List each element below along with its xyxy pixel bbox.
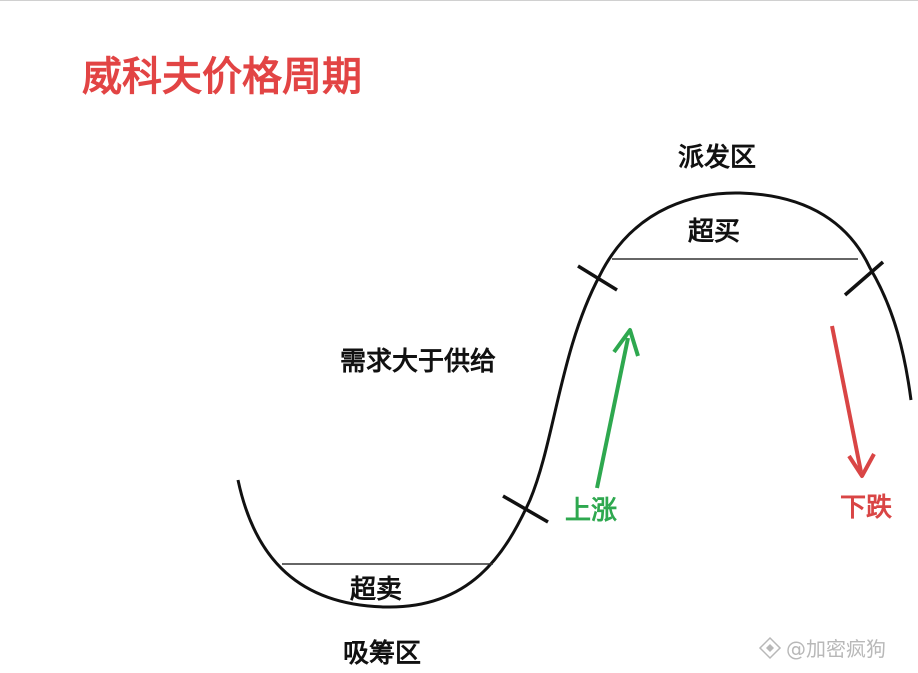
diagram-title: 威科夫价格周期 bbox=[82, 54, 362, 100]
label-overbought: 超买 bbox=[688, 217, 740, 247]
label-accumulation-zone: 吸筹区 bbox=[343, 638, 421, 669]
cross-mark-upper-right bbox=[843, 260, 885, 297]
label-oversold: 超卖 bbox=[350, 575, 402, 605]
label-demand-exceeds-supply: 需求大于供给 bbox=[340, 346, 496, 377]
rise-arrow bbox=[595, 328, 640, 489]
label-rise: 上涨 bbox=[565, 496, 617, 526]
cross-mark-lower bbox=[502, 494, 549, 524]
label-distribution-zone: 派发区 bbox=[678, 142, 756, 173]
fall-arrow bbox=[830, 325, 876, 478]
label-fall: 下跌 bbox=[840, 493, 892, 523]
watermark: @加密疯狗 bbox=[758, 636, 886, 661]
price-cycle-curve bbox=[236, 191, 913, 609]
watermark-logo-icon bbox=[758, 636, 782, 660]
cross-mark-upper-left bbox=[577, 264, 618, 292]
watermark-text: @加密疯狗 bbox=[786, 637, 886, 661]
